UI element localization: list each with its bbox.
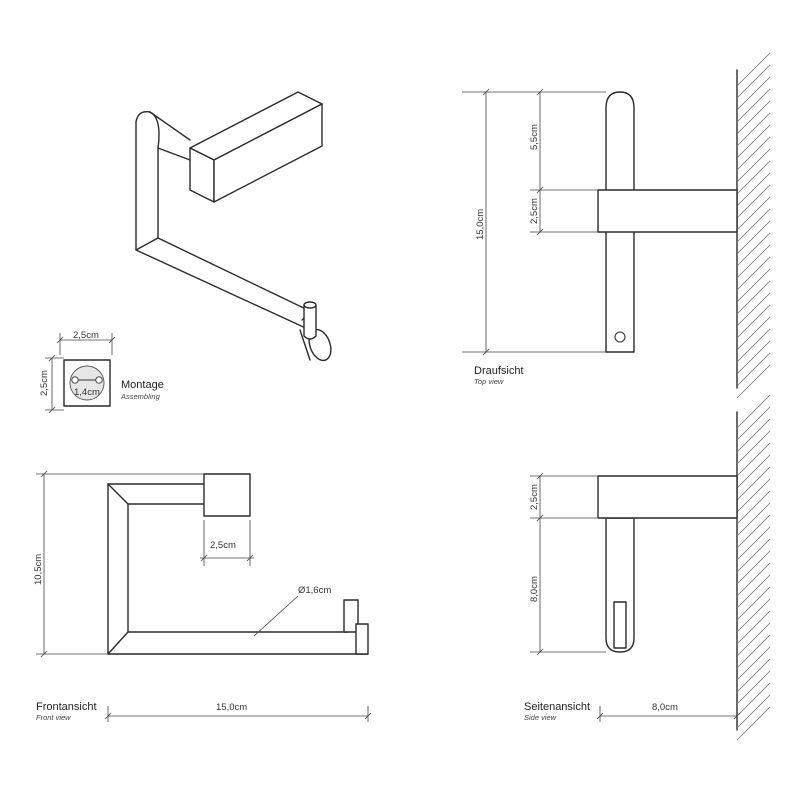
hatch-line [736,658,771,693]
front-view: 10,5cm 2,5cm Ø1,6cm 15,0cm Frontansicht … [33,470,372,722]
side-mount-label: 2,5cm [529,484,540,510]
end-hole-top [614,331,626,343]
hatch-line [736,184,771,219]
hatch-line [736,502,771,537]
side-depth-label: 8,0cm [652,702,678,713]
hatch-line [736,646,771,681]
hatch-line [736,562,771,597]
hatch-line [736,418,771,453]
front-view-subtitle: Front view [36,713,71,722]
montage-subtitle: Assembling [120,392,161,401]
hatch-line [736,634,771,669]
hatch-line [736,112,771,147]
hatch-line [736,514,771,549]
hatch-line [736,352,771,387]
top-view: 15,0cm 5,5cm 2,5cm Draufsicht Top view [462,52,771,399]
hatch-line [736,364,771,399]
hatch-line [736,430,771,465]
hatch-line [736,598,771,633]
hatch-line [736,682,771,717]
hatch-line [736,328,771,363]
hatch-line [736,490,771,525]
hatch-line [736,160,771,195]
hatch-line [736,706,771,741]
screw-hole-right [95,376,103,384]
montage-height-label: 2,5cm [39,370,50,396]
hatch-line [736,280,771,315]
hatch-line [736,88,771,123]
front-block-label: 2,5cm [210,540,236,551]
isometric-view [135,91,332,362]
hatch-line [736,454,771,489]
top-total-label: 15,0cm [475,209,486,240]
screw-hole-left [71,376,79,384]
hatch-line [736,244,771,279]
hatch-line [736,124,771,159]
hatch-line [736,292,771,327]
hatch-line [736,232,771,267]
hatch-line [736,478,771,513]
hatch-line [736,316,771,351]
top-view-title: Draufsicht [474,365,524,377]
front-view-title: Frontansicht [36,701,97,713]
top-mount-label: 2,5cm [529,198,540,224]
hatch-line [736,526,771,561]
hatch-line [736,622,771,657]
hatch-line [736,670,771,705]
top-upper-label: 5,5cm [529,124,540,150]
hatch-line [736,394,771,429]
montage-detail: 2,5cm 2,5cm 1,4cm Montage Assembling [39,330,164,414]
hatch-line [736,52,771,87]
montage-title: Montage [121,379,164,391]
montage-width-label: 2,5cm [73,330,99,341]
hatch-line [736,550,771,585]
side-lower-label: 8,0cm [529,576,540,602]
side-view-title: Seitenansicht [524,701,590,713]
hatch-line [736,586,771,621]
hatch-line [736,538,771,573]
hatch-line [736,442,771,477]
hatch-line [736,256,771,291]
hatch-line [736,100,771,135]
hatch-line [736,694,771,729]
hatch-line [736,64,771,99]
hatch-line [736,196,771,231]
front-width-label: 15,0cm [216,702,247,713]
wall-hatch-top [736,52,771,399]
mounting-plate-circle [69,365,105,401]
hatch-line [736,136,771,171]
hatch-line [736,208,771,243]
hatch-line [736,466,771,501]
hatch-line [736,340,771,375]
side-view-subtitle: Side view [524,713,557,722]
side-view: 2,5cm 8,0cm 8,0cm Seitenansicht Side vie… [524,394,771,741]
hatch-line [736,148,771,183]
hatch-line [736,304,771,339]
front-height-label: 10,5cm [33,554,44,585]
top-view-subtitle: Top view [474,377,504,386]
hatch-line [736,610,771,645]
hatch-line [736,574,771,609]
hatch-line [736,220,771,255]
hatch-line [736,76,771,111]
wall-hatch-side [736,394,771,741]
front-diameter-label: Ø1,6cm [298,585,331,596]
montage-hole-label: 1,4cm [74,387,100,398]
hatch-line [736,268,771,303]
hatch-line [736,172,771,207]
hatch-line [736,406,771,441]
